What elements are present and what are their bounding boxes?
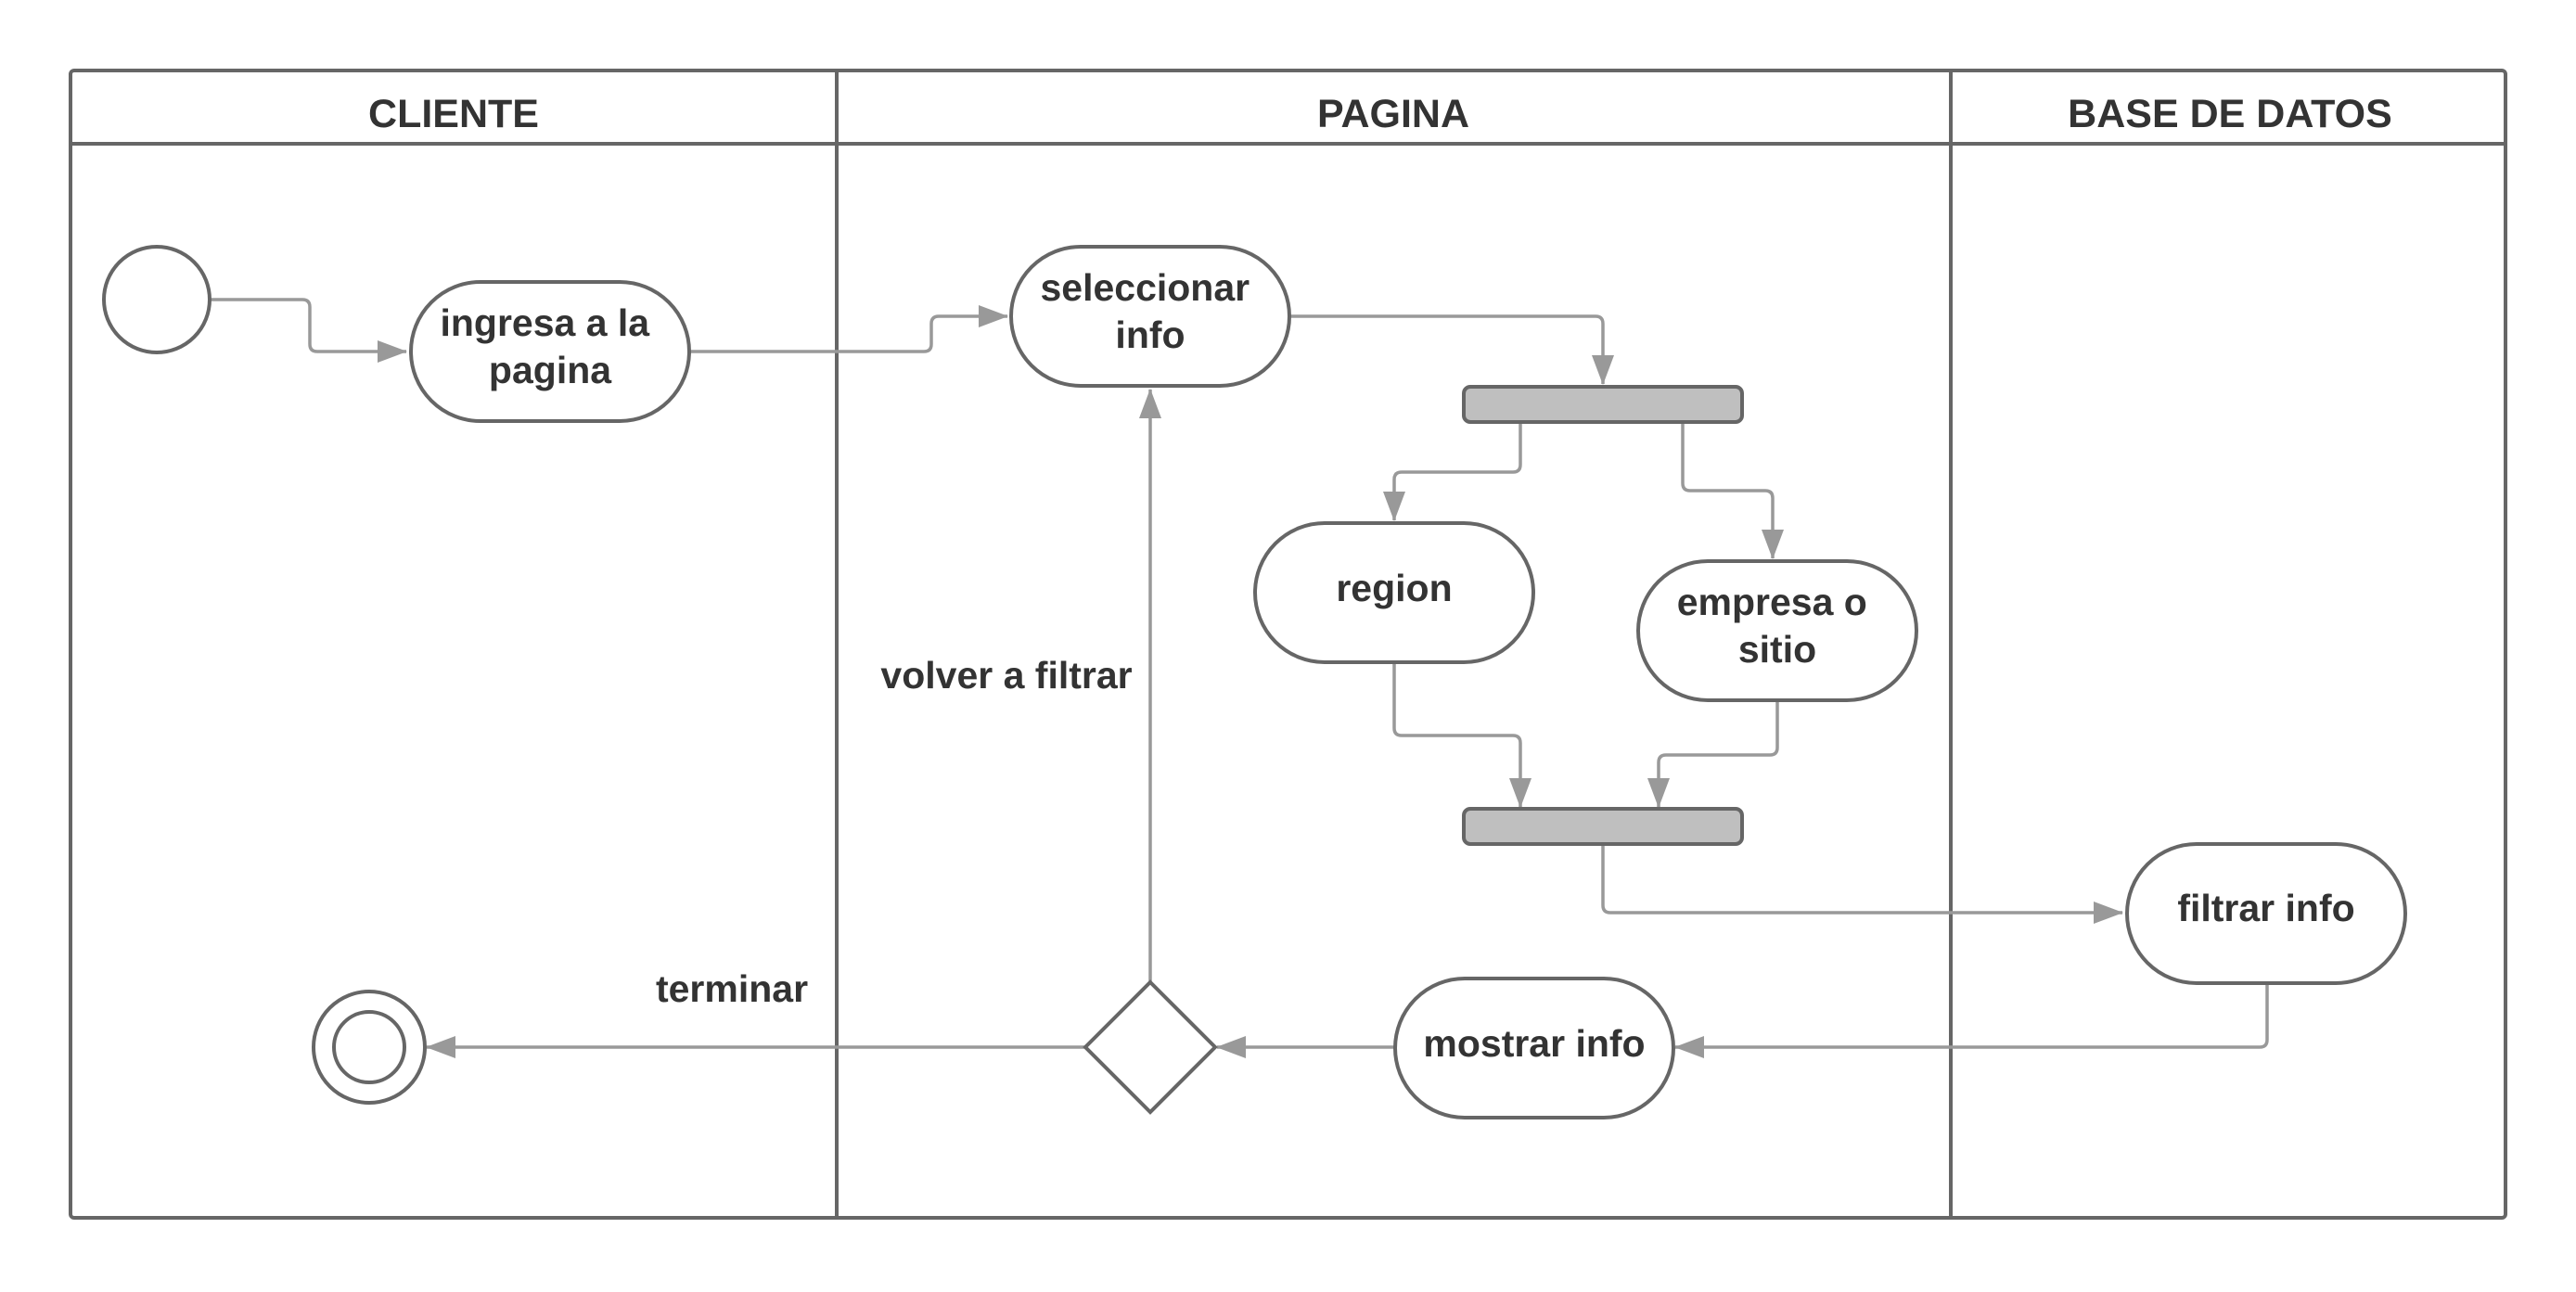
activity-ingresa: ingresa a la pagina xyxy=(409,280,691,423)
edge-fork-to-empresa xyxy=(1681,423,1784,559)
edge-seleccionar-to-fork xyxy=(1290,314,1614,385)
start-node xyxy=(102,245,211,354)
activity-mostrar-line-1: mostrar info xyxy=(1423,1022,1645,1065)
activity-ingresa-line-2: pagina xyxy=(489,349,612,391)
join-bar xyxy=(1462,807,1744,846)
edge-ingresa-to-seleccionar xyxy=(690,305,1008,353)
lane-title-base-de-datos: BASE DE DATOS xyxy=(2068,92,2392,136)
lane-title-pagina: PAGINA xyxy=(1317,92,1469,136)
activity-seleccionar-line-2: info xyxy=(1115,313,1185,356)
activity-mostrar: mostrar info xyxy=(1393,977,1675,1119)
svg-text:region: region xyxy=(1336,567,1452,609)
edge-start-to-ingresa xyxy=(210,298,407,363)
activity-region: region xyxy=(1253,521,1535,664)
decision-diamond xyxy=(1083,979,1218,1115)
svg-text:filtrar info: filtrar info xyxy=(2177,887,2354,929)
svg-text:mostrar info: mostrar info xyxy=(1423,1022,1645,1065)
edge-filtrar-to-mostrar xyxy=(1674,983,2269,1058)
activity-region-line-1: region xyxy=(1336,567,1452,609)
activity-seleccionar: seleccionar info xyxy=(1009,245,1291,388)
activity-empresa-line-1: empresa o xyxy=(1677,581,1867,623)
end-node xyxy=(312,990,427,1105)
activity-empresa-line-2: sitio xyxy=(1738,628,1816,671)
edge-region-to-join xyxy=(1392,661,1532,808)
svg-text:empresa o sitio: empresa o sitio xyxy=(1677,581,1878,671)
svg-text:ingresa a la pagina: ingresa a la pagina xyxy=(440,301,660,391)
activity-ingresa-line-1: ingresa a la xyxy=(440,301,650,344)
edge-empresa-to-join xyxy=(1647,699,1779,808)
svg-text:seleccionar info: seleccionar info xyxy=(1040,266,1260,356)
swimlane-frame xyxy=(69,69,2507,1220)
edge-fork-to-region xyxy=(1383,423,1522,521)
activity-empresa: empresa o sitio xyxy=(1636,559,1918,702)
activity-filtrar: filtrar info xyxy=(2125,842,2407,985)
lane-title-cliente: CLIENTE xyxy=(368,92,539,136)
fork-bar xyxy=(1462,385,1744,424)
activity-filtrar-line-1: filtrar info xyxy=(2177,887,2354,929)
activity-seleccionar-line-1: seleccionar xyxy=(1040,266,1250,309)
edge-label-terminar: terminar xyxy=(656,967,808,1010)
edge-label-volver-a-filtrar: volver a filtrar xyxy=(880,654,1132,697)
edge-join-to-filtrar xyxy=(1601,845,2123,924)
